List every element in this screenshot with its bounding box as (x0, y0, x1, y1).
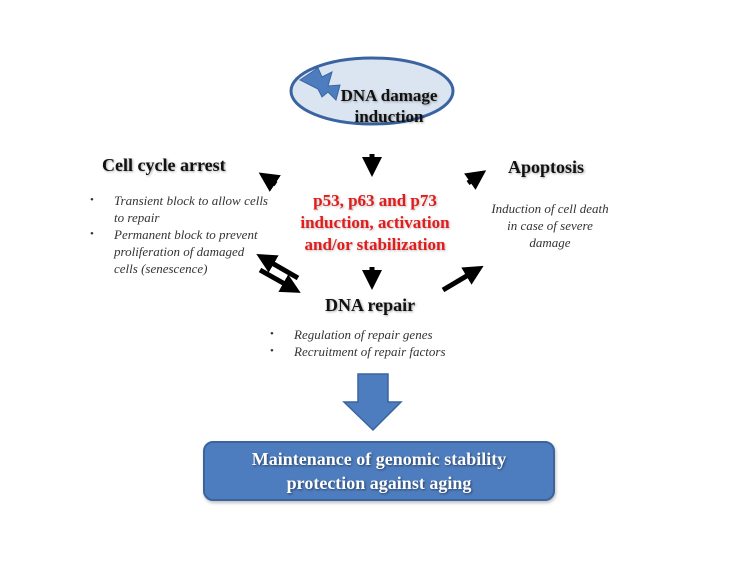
outcome-box: Maintenance of genomic stability protect… (203, 441, 555, 501)
cell-cycle-title: Cell cycle arrest (102, 155, 226, 175)
list-item: Permanent block to prevent proliferation… (86, 226, 268, 277)
center-line-1: p53, p63 and p73 (313, 191, 437, 210)
dna-damage-label: DNA damage induction (334, 85, 444, 127)
dna-damage-line-1: DNA damage (340, 86, 438, 105)
dna-repair-bullets: Regulation of repair genes Recruitment o… (266, 326, 526, 360)
p53-family-label: p53, p63 and p73 induction, activation a… (300, 190, 450, 256)
list-item: Regulation of repair genes (266, 326, 526, 343)
arrow-to-apoptosis (464, 170, 487, 190)
dna-repair-title: DNA repair (325, 295, 416, 315)
cell-cycle-bullets: Transient block to allow cells to repair… (86, 192, 268, 277)
apoptosis-title: Apoptosis (508, 157, 585, 177)
outcome-line-2: protection against aging (286, 473, 472, 493)
center-line-3: and/or stabilization (304, 235, 446, 254)
outcome-line-1: Maintenance of genomic stability (251, 449, 507, 469)
dna-damage-line-2: induction (354, 107, 424, 126)
lightning-bolt-icon (299, 67, 341, 101)
arrow-repair-to-apoptosis (441, 265, 484, 293)
apoptosis-description: Induction of cell death in case of sever… (491, 201, 609, 250)
list-item: Recruitment of repair factors (266, 343, 526, 360)
center-line-2: induction, activation (300, 213, 450, 232)
list-item: Transient block to allow cells to repair (86, 192, 268, 226)
arrow-to-cell-cycle (258, 172, 281, 192)
big-down-arrow (342, 373, 403, 432)
